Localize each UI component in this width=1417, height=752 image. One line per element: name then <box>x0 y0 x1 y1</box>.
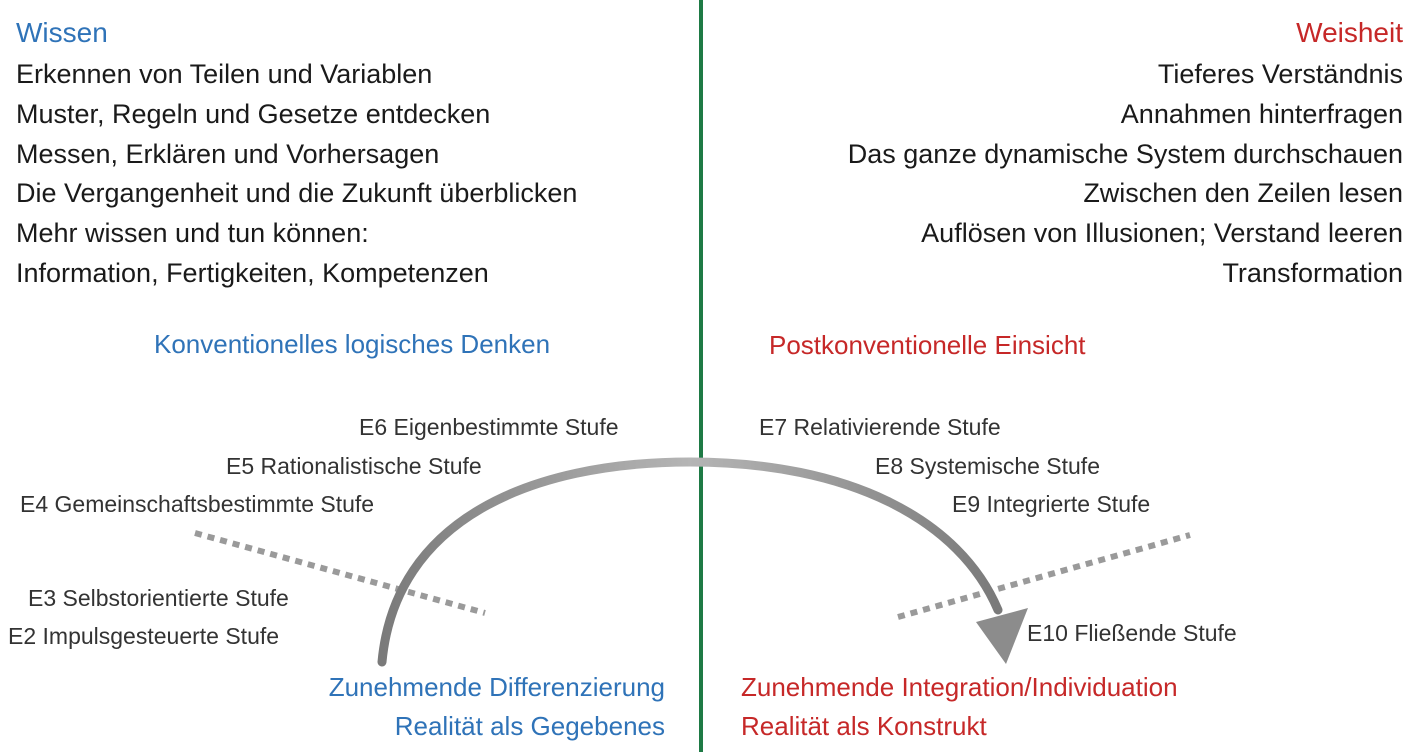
right-line-6: Transformation <box>1222 258 1403 288</box>
left-line-6: Information, Fertigkeiten, Kompetenzen <box>16 258 489 288</box>
right-title: Weisheit <box>1296 17 1403 48</box>
left-line-4: Die Vergangenheit und die Zukunft überbl… <box>16 178 578 208</box>
stage-e5: E5 Rationalistische Stufe <box>226 453 482 479</box>
right-bottom-line-1: Zunehmende Integration/Individuation <box>741 672 1178 702</box>
development-arc <box>377 457 1003 667</box>
right-line-3: Das ganze dynamische System durchschauen <box>847 139 1403 169</box>
left-subtitle: Konventionelles logisches Denken <box>154 329 551 359</box>
left-line-2: Muster, Regeln und Gesetze entdecken <box>16 99 491 129</box>
stage-e9: E9 Integrierte Stufe <box>952 491 1151 517</box>
right-line-4: Zwischen den Zeilen lesen <box>1083 178 1403 208</box>
left-bottom-line-2: Realität als Gegebenes <box>394 711 665 741</box>
stage-e8: E8 Systemische Stufe <box>875 453 1100 479</box>
right-line-1: Tieferes Verständnis <box>1157 59 1403 89</box>
right-line-5: Auflösen von Illusionen; Verstand leeren <box>921 218 1403 248</box>
stage-e10: E10 Fließende Stufe <box>1027 620 1237 646</box>
left-line-3: Messen, Erklären und Vorhersagen <box>16 139 440 169</box>
stage-e2: E2 Impulsgesteuerte Stufe <box>8 623 280 649</box>
right-line-2: Annahmen hinterfragen <box>1120 99 1403 129</box>
right-bottom-line-2: Realität als Konstrukt <box>741 711 987 741</box>
arc-arrowhead-icon <box>976 608 1028 664</box>
left-dotted-divider <box>194 530 486 616</box>
stage-e3: E3 Selbstorientierte Stufe <box>28 585 289 611</box>
stage-e7: E7 Relativierende Stufe <box>759 414 1001 440</box>
left-bottom-line-1: Zunehmende Differenzierung <box>328 672 665 702</box>
left-line-5: Mehr wissen und tun können: <box>16 218 369 248</box>
stage-e4: E4 Gemeinschaftsbestimmte Stufe <box>20 491 375 517</box>
right-subtitle: Postkonventionelle Einsicht <box>769 330 1086 360</box>
left-line-1: Erkennen von Teilen und Variablen <box>16 59 433 89</box>
right-dotted-divider <box>897 532 1191 620</box>
left-title: Wissen <box>16 17 108 48</box>
stage-e6: E6 Eigenbestimmte Stufe <box>359 414 619 440</box>
